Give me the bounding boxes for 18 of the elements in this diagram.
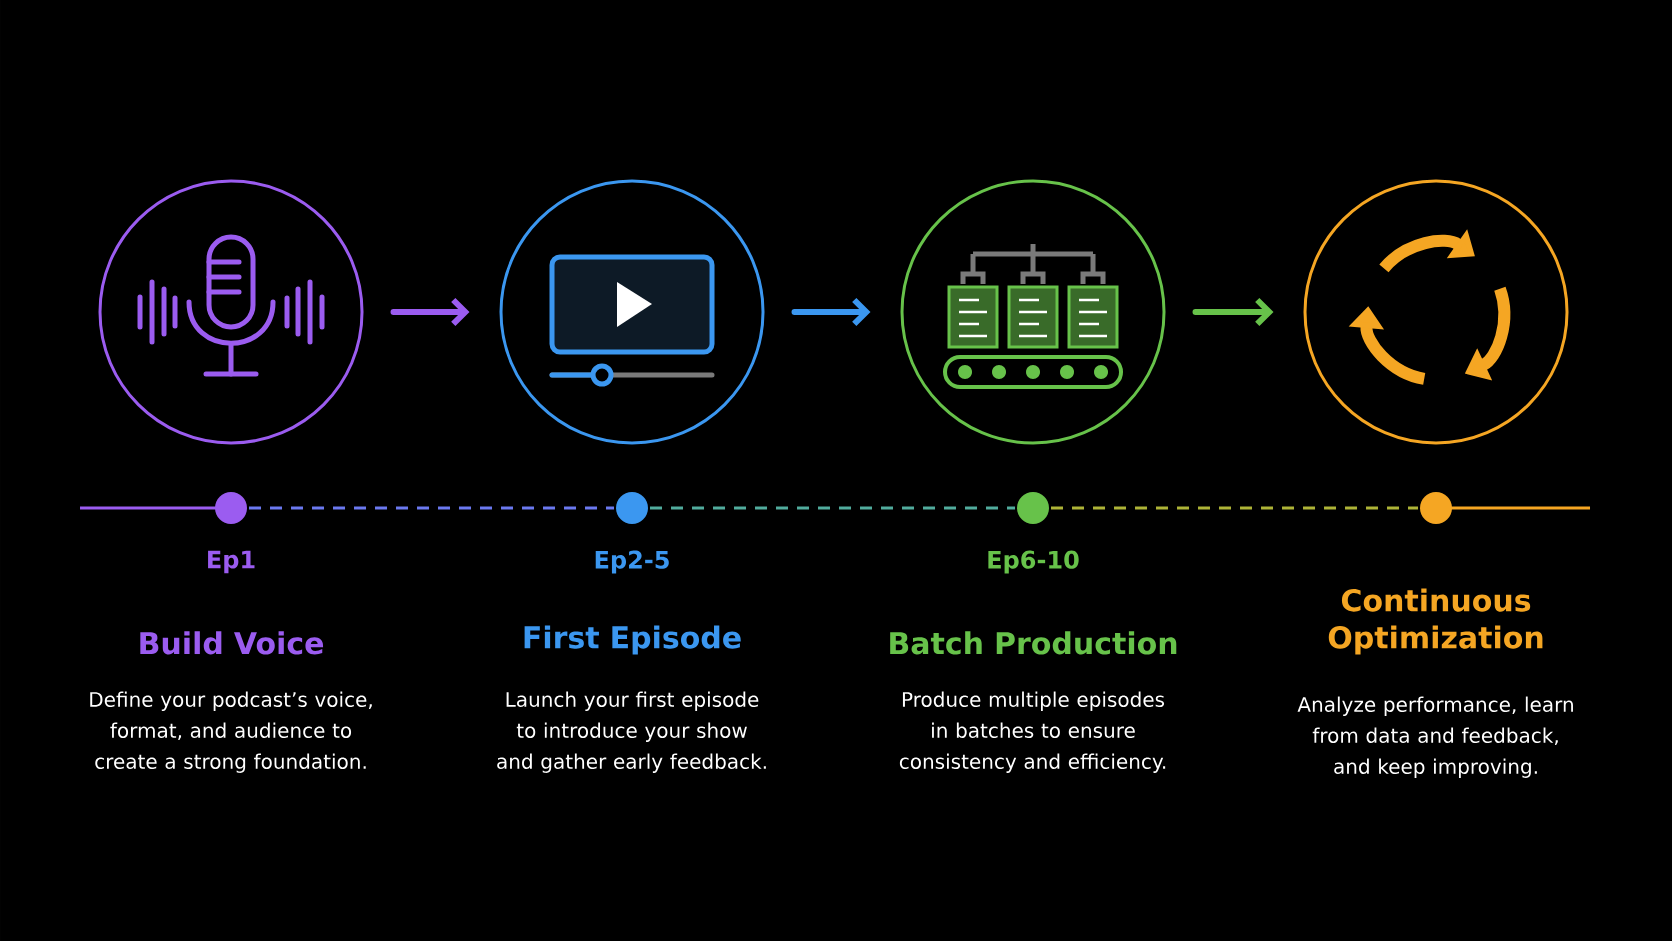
step-heading: Build Voice: [140, 631, 324, 655]
step-circle: [1303, 179, 1569, 445]
step-description: Analyze performance, learn from data and feedback, and keep improving.: [1297, 696, 1573, 778]
step-heading: First Episode: [524, 625, 741, 655]
step-circle: [98, 179, 364, 445]
step-circle: [499, 179, 765, 445]
episode-label: Ep2-5: [595, 550, 669, 574]
step-heading: Batch Production: [890, 631, 1177, 655]
arrow: [1192, 297, 1274, 327]
step-description: Define your podcast’s voice, format, and audience to create a strong foundation.: [90, 691, 372, 773]
arrow: [791, 297, 871, 327]
episode-label: Ep1: [208, 550, 255, 574]
step-description: Produce multiple episodes in batches to ensure consistency and efficiency.: [899, 691, 1166, 773]
arrow: [390, 297, 470, 327]
step-heading: Continuous Optimization: [1328, 588, 1543, 655]
step-description: Launch your first episode to introduce your show and gather early feedback.: [497, 691, 766, 773]
step-circle: [900, 179, 1166, 445]
episode-label: Ep6-10: [988, 550, 1079, 574]
